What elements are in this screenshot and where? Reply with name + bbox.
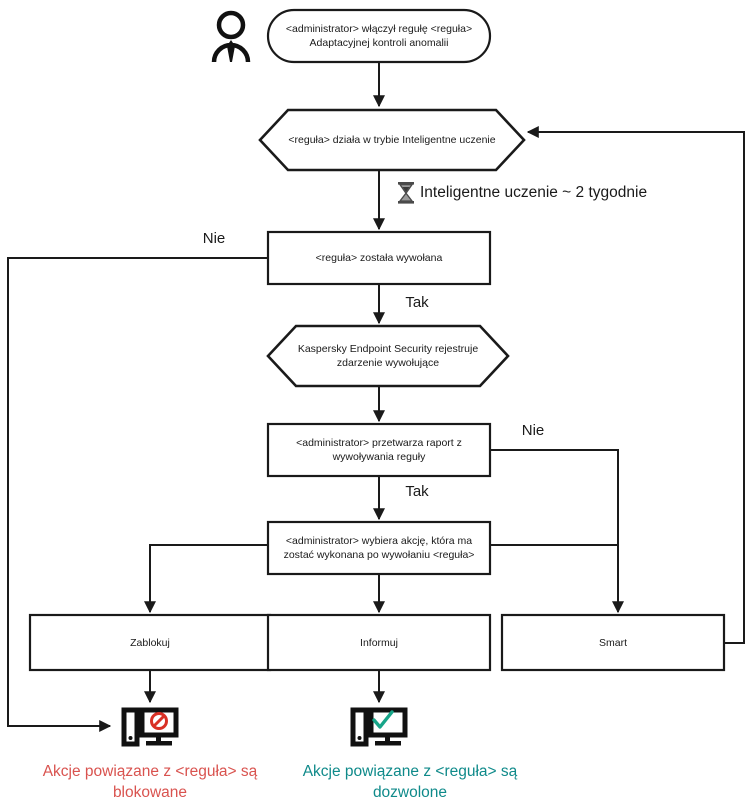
node-smart-learning-shape — [258, 108, 526, 172]
outcome-blocked-label: Akcje powiązane z <reguła> są blokowane — [42, 763, 258, 801]
node-admin-select-shape — [266, 520, 492, 576]
monitor-blocked-icon — [121, 707, 179, 747]
node-start-shape — [266, 8, 492, 64]
edge-report-no — [490, 449, 624, 614]
node-action-inform-shape — [266, 613, 492, 672]
node-kes-logs-shape — [266, 324, 510, 388]
learning-duration-note: Inteligentne uczenie ~ 2 tygodnie — [420, 184, 648, 201]
hourglass-icon — [398, 182, 414, 204]
edge-label-report-yes: Tak — [405, 483, 429, 500]
edge-label-triggered-no: Nie — [202, 230, 226, 247]
node-action-block-shape — [28, 613, 272, 672]
edge-smart-loopback — [526, 126, 745, 644]
node-admin-report-shape — [266, 422, 492, 478]
edge-label-report-no: Nie — [521, 422, 545, 439]
administrator-actor-icon — [211, 10, 251, 63]
monitor-allowed-icon — [350, 707, 408, 747]
node-action-smart-shape — [500, 613, 726, 672]
edge-triggered-no — [7, 257, 268, 732]
edge-select-to-block — [144, 544, 268, 614]
edge-label-triggered-yes: Tak — [405, 294, 429, 311]
outcome-allowed-label: Akcje powiązane z <reguła> są dozwolone — [302, 763, 518, 801]
node-rule-triggered-shape — [266, 230, 492, 286]
